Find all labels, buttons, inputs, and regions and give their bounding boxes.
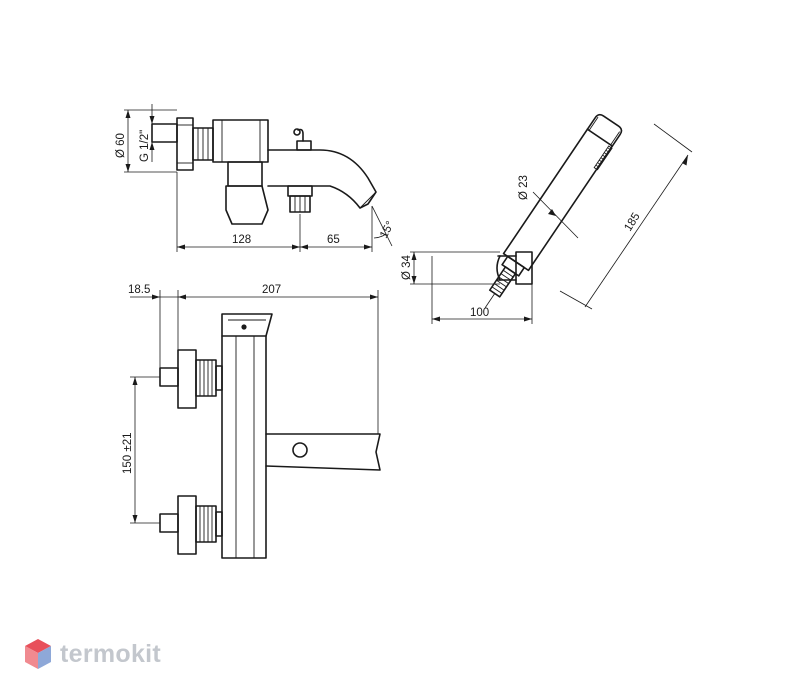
top-view-dimensions: Ø 60 G 1/2" 128 65 15° <box>115 104 397 252</box>
hand-shower <box>484 113 623 308</box>
holder-diameter-label: Ø 34 <box>401 254 413 280</box>
top-view-mixer <box>151 117 377 225</box>
spout-length-label: 65 <box>327 234 340 246</box>
termokit-logo: termokit <box>24 636 161 672</box>
hand-shower-dimensions: Ø 34 100 Ø 23 185 <box>401 123 693 324</box>
cube-icon <box>25 639 51 669</box>
shower-length-label: 185 <box>622 211 642 234</box>
projection-label: 100 <box>470 307 489 319</box>
logo-text: termokit <box>60 639 162 668</box>
length-label: 128 <box>232 234 251 246</box>
front-view-mixer <box>159 313 381 559</box>
front-view-dimensions: 18.5 207 150 ±21 <box>122 284 379 524</box>
thread-label: G 1/2" <box>139 130 151 162</box>
spout-angle-label: 15° <box>378 219 397 240</box>
total-width-label: 207 <box>262 284 281 296</box>
head-diameter-label: Ø 23 <box>518 175 530 200</box>
center-distance-label: 150 ±21 <box>122 433 134 475</box>
offset-label: 18.5 <box>128 284 150 296</box>
body-diameter-label: Ø 60 <box>115 133 127 158</box>
